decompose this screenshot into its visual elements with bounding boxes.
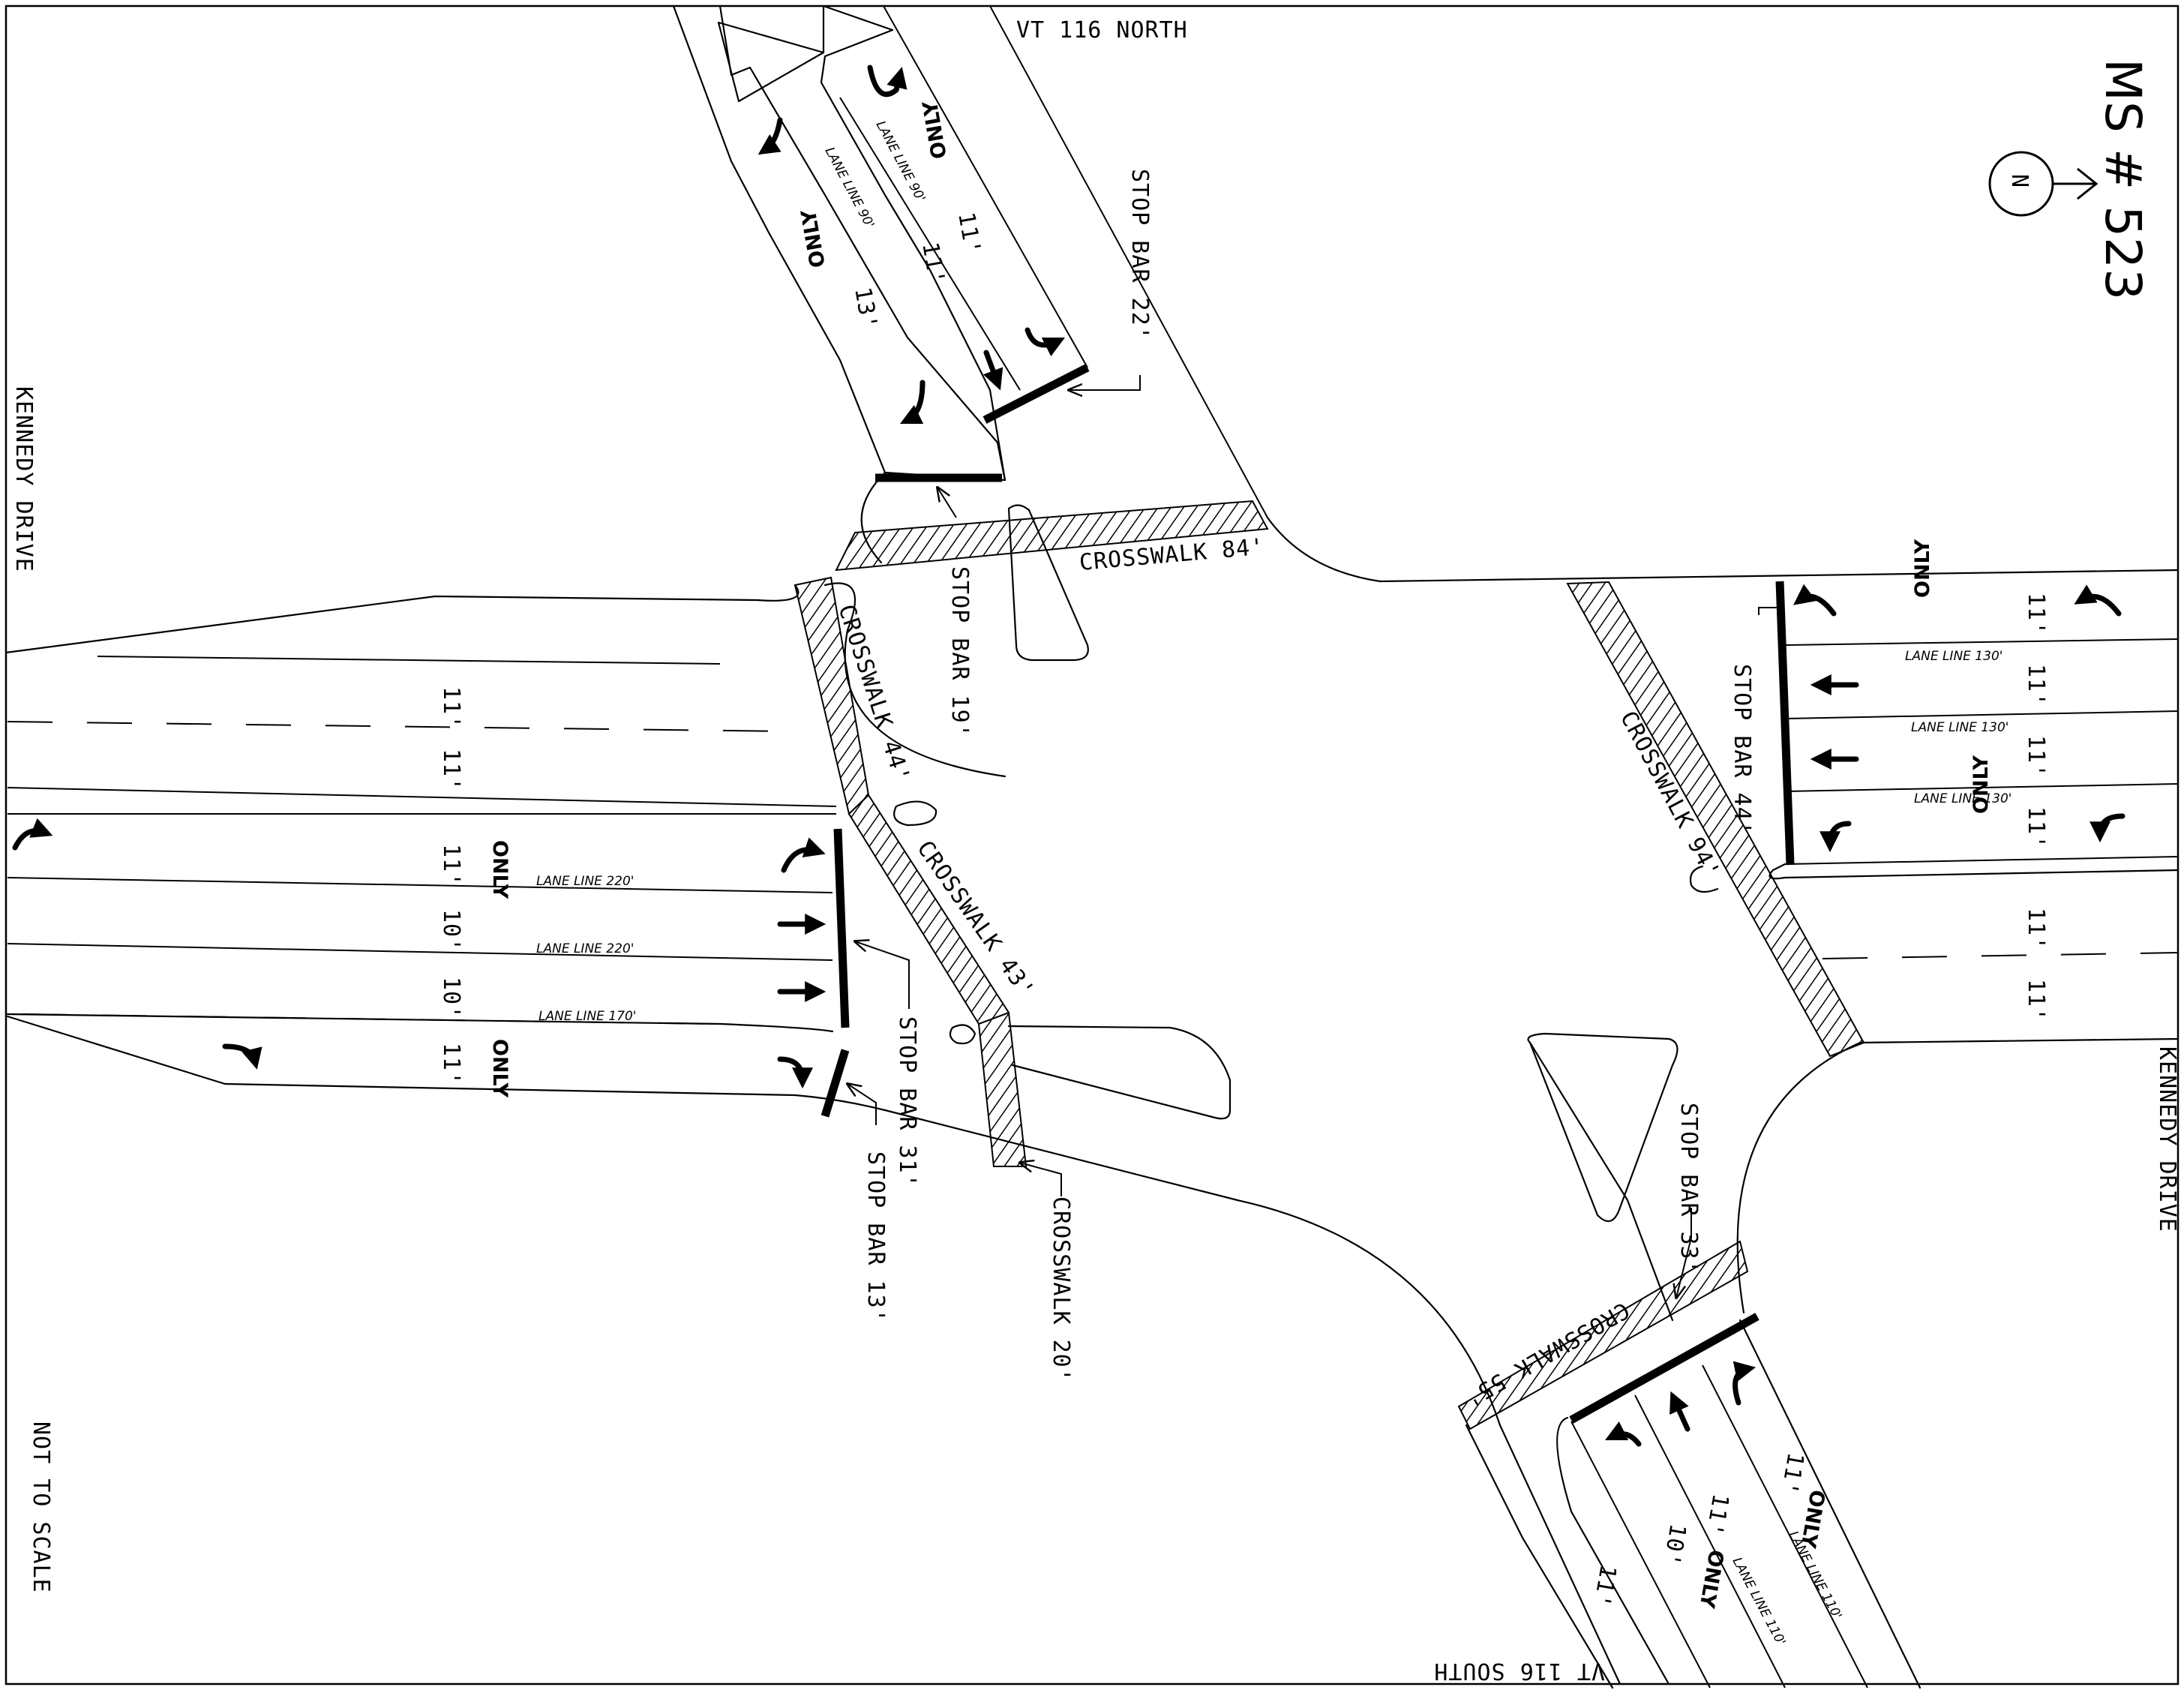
label-lane-line-south-2: LANE LINE 110' <box>1730 1555 1789 1649</box>
only-south-2: ONLY <box>1694 1548 1727 1610</box>
width-north-1: 11' <box>952 210 986 257</box>
label-lane-line-north-b: LANE LINE 90' <box>822 145 878 231</box>
width-south-4: 11' <box>1588 1563 1621 1610</box>
width-west-3: 11' <box>438 844 464 887</box>
scale-note: NOT TO SCALE <box>28 1421 54 1593</box>
width-south-1: 11' <box>1775 1451 1808 1497</box>
width-west-5: 10' <box>438 977 464 1019</box>
width-south-2: 11' <box>1700 1492 1733 1538</box>
label-stop-bar-west-right: STOP BAR 13' <box>862 1151 889 1323</box>
width-west-4: 10' <box>438 909 464 952</box>
width-west-1: 11' <box>438 686 464 729</box>
width-north-2: 11' <box>916 240 950 287</box>
stop-bar-north-right <box>982 364 1090 424</box>
stop-bar-east <box>1775 581 1795 866</box>
arrow-uturn-icon <box>2074 584 2122 617</box>
arrow-straight-icon <box>1670 1391 1690 1432</box>
arrow-uturn-icon <box>12 818 53 851</box>
arrow-turn-icon <box>899 380 926 425</box>
width-east-2: 11' <box>2023 664 2049 707</box>
road-label-north: VT 116 NORTH <box>1016 17 1188 44</box>
label-lane-line-east-2: LANE LINE 130' <box>1911 720 2008 735</box>
label-stop-bar-west-main: STOP BAR 31' <box>894 1016 920 1188</box>
width-south-3: 10' <box>1658 1522 1690 1568</box>
stop-bar-south <box>1569 1313 1760 1424</box>
width-east-5: 11' <box>2023 908 2049 950</box>
only-south-1: ONLY <box>1796 1488 1828 1550</box>
width-west-2: 11' <box>438 749 464 791</box>
arrow-turn-icon <box>2090 813 2126 843</box>
lane-widths: 11' 11' 13' 11' 11' 11' 10' 10' 11' 11' … <box>438 210 2049 1610</box>
sheet-number: MS # 523 <box>2094 59 2152 300</box>
only-west-1: ONLY <box>488 840 512 899</box>
crosswalk-west-island <box>977 1011 1028 1167</box>
leader-lines <box>848 375 1692 1298</box>
label-crosswalk-south: CROSSWALK 55' <box>1460 1296 1634 1412</box>
arrow-turn-icon <box>1732 1361 1756 1406</box>
label-lane-line-west-3: LANE LINE 170' <box>538 1009 636 1024</box>
crosswalk-north <box>835 500 1269 572</box>
only-west-2: ONLY <box>488 1039 512 1098</box>
pavement-arrows <box>12 65 2126 1447</box>
west-island-triangle <box>1007 1025 1232 1120</box>
south-approach <box>1465 1319 1922 1689</box>
road-label-south: VT 116 SOUTH <box>1433 1658 1605 1684</box>
east-island <box>1689 865 1719 893</box>
label-stop-bar-south: STOP BAR 33' <box>1676 1103 1702 1274</box>
road-label-east: KENNEDY DRIVE <box>2154 1046 2180 1232</box>
only-east-1: ONLY <box>1911 539 1934 598</box>
sheet-border <box>4 5 2180 1685</box>
label-lane-line-west-2: LANE LINE 220' <box>536 941 634 956</box>
west-island-top <box>893 800 938 827</box>
width-west-6: 11' <box>438 1043 464 1085</box>
only-north-1: ONLY <box>919 98 952 161</box>
label-stop-bar-east: STOP BAR 44' <box>1729 664 1755 836</box>
label-lane-line-east-3: LANE LINE 130' <box>1914 791 2012 806</box>
arrow-uturn-icon <box>1024 327 1066 357</box>
label-lane-line-west-1: LANE LINE 220' <box>536 874 634 889</box>
label-stop-bar-north-left: STOP BAR 19' <box>946 566 973 738</box>
only-north-2: ONLY <box>797 207 830 269</box>
west-island-mid <box>949 1024 976 1045</box>
north-arrow-icon: N <box>1988 151 2098 217</box>
arrow-turn-icon <box>1604 1421 1642 1447</box>
width-east-3: 11' <box>2023 735 2049 778</box>
width-east-4: 11' <box>2023 806 2049 849</box>
label-lane-line-east-1: LANE LINE 130' <box>1905 649 2002 664</box>
stop-bar-west-right <box>820 1049 850 1118</box>
label-stop-bar-north-right: STOP BAR 22' <box>1126 169 1153 341</box>
only-east-2: ONLY <box>1970 755 1993 814</box>
arrow-turn-icon <box>777 1056 813 1089</box>
north-arrow-letter: N <box>2006 174 2032 188</box>
width-north-3: 13' <box>849 285 882 332</box>
arrow-turn-icon <box>758 117 783 155</box>
arrow-turn-icon <box>222 1043 262 1070</box>
stop-bar-west-main <box>833 828 850 1028</box>
only-markings: ONLY ONLY ONLY ONLY ONLY ONLY ONLY ONLY <box>488 98 1993 1610</box>
label-lane-line-north-a: LANE LINE 90' <box>873 119 928 205</box>
arrow-straight-icon <box>982 350 1004 391</box>
width-east-6: 11' <box>2023 979 2049 1022</box>
road-label-west: KENNEDY DRIVE <box>10 386 37 572</box>
arrow-turn-icon <box>1820 821 1852 853</box>
arrow-uturn-icon <box>781 837 826 873</box>
width-east-1: 11' <box>2023 593 2049 635</box>
central-island <box>1527 1032 1678 1223</box>
arrow-uturn-icon <box>867 65 908 98</box>
arrow-uturn-icon <box>1793 584 1837 617</box>
crosswalk-east <box>1566 581 1865 1058</box>
label-crosswalk-west-island: CROSSWALK 20' <box>1048 1196 1074 1382</box>
